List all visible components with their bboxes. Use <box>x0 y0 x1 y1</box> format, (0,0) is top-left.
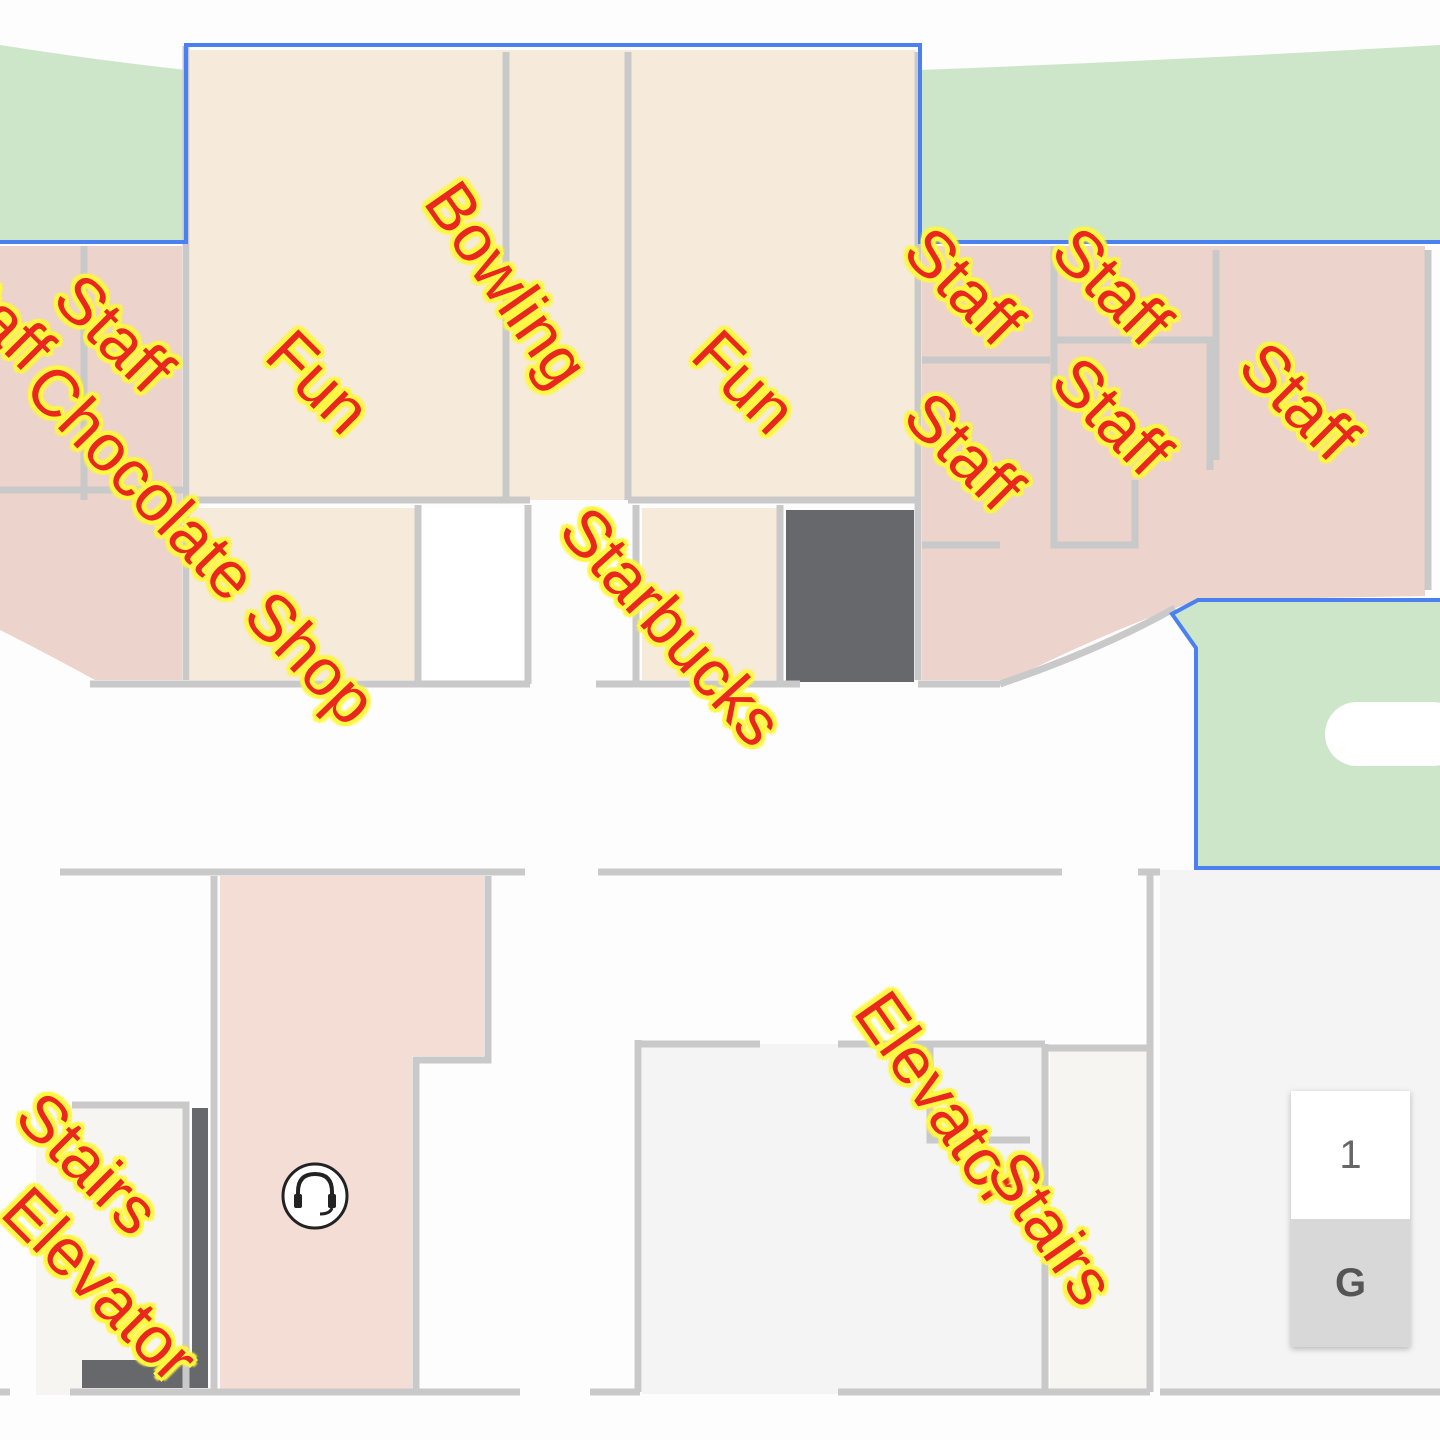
green-area-top-right <box>920 45 1440 242</box>
dark-block-left-horizontal <box>82 1360 192 1388</box>
shop-room-1 <box>190 508 415 680</box>
green-area-top-left <box>0 45 186 242</box>
floor-button-1[interactable]: 1 <box>1291 1091 1410 1219</box>
staff-area-right <box>922 246 1425 680</box>
staff-area-left <box>0 246 182 680</box>
floor-button-g[interactable]: G <box>1291 1219 1410 1347</box>
starbucks-room <box>642 508 778 680</box>
floor-switcher: 1 G <box>1291 1091 1410 1347</box>
info-desk-area <box>220 876 484 1392</box>
building-boundary <box>0 43 1440 870</box>
light-room-right <box>1050 1050 1150 1395</box>
info-desk-headset-icon[interactable] <box>281 1162 349 1230</box>
light-room-center <box>642 1044 1042 1394</box>
green-area-cutout <box>1325 702 1440 766</box>
green-area-right <box>1170 600 1440 868</box>
light-room-left <box>36 1105 186 1395</box>
fun-area <box>190 50 916 500</box>
dark-block-left-vertical <box>192 1108 208 1388</box>
walls <box>0 46 1440 1396</box>
white-room <box>424 508 522 680</box>
dark-block-top <box>786 510 914 682</box>
